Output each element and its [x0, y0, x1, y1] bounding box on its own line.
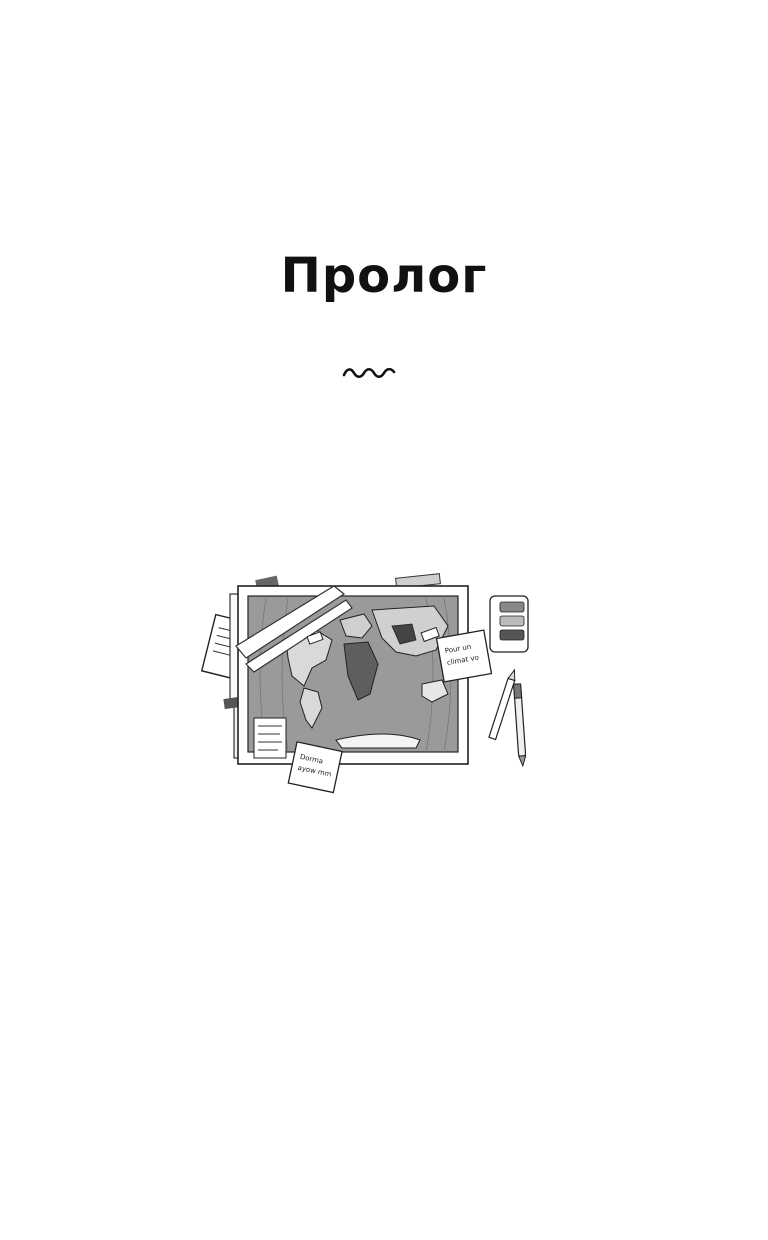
sticky-note-right: Pour un climat vo	[435, 629, 493, 683]
europe-shape	[339, 613, 373, 639]
australia-shape	[421, 679, 449, 703]
index-tabs	[489, 595, 529, 653]
africa-shape	[343, 641, 379, 701]
chapter-title: Пролог	[280, 248, 488, 304]
pencil	[488, 668, 516, 741]
south-america-shape	[299, 687, 323, 729]
sticky-note-left: Dorma ayow mm	[287, 741, 343, 794]
world-map-desk-illustration: Pour un climat vo Dorma ayow mm	[200, 573, 529, 794]
pen	[513, 683, 527, 768]
antarctica-shape	[335, 733, 421, 749]
wave-ornament-icon	[342, 367, 396, 379]
